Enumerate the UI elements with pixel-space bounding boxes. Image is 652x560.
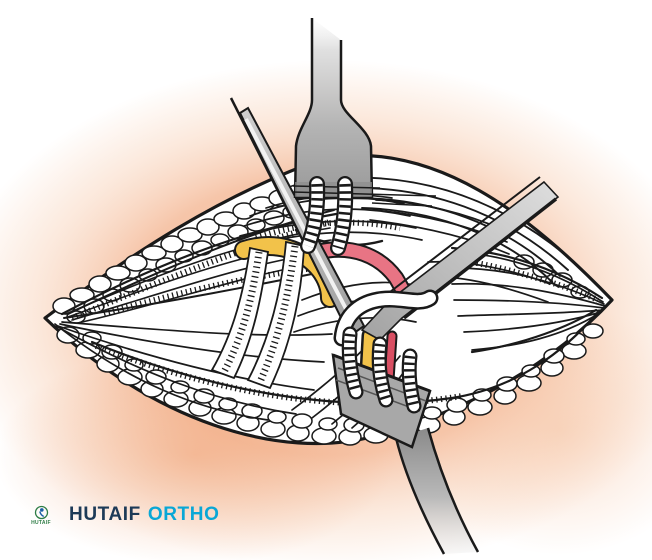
hutaif-emblem-icon (34, 505, 48, 519)
top-retractor (292, 18, 437, 256)
bottom-retractor (331, 326, 480, 555)
deep-muscle-bands (210, 240, 305, 390)
brand-name-secondary: ORTHO (147, 504, 220, 525)
brand-logo-caption: HUTAIF (31, 519, 51, 526)
probe-instrument (229, 97, 366, 339)
brand-logo: HUTAIF (28, 505, 54, 526)
brand-name-primary: HUTAIF (69, 504, 141, 525)
hatch-ticks (70, 219, 600, 407)
brand-wordmark: HUTAIF ORTHO (69, 504, 219, 526)
nerve-tube (333, 289, 439, 347)
brand-footer: HUTAIF HUTAIF ORTHO (28, 504, 219, 526)
